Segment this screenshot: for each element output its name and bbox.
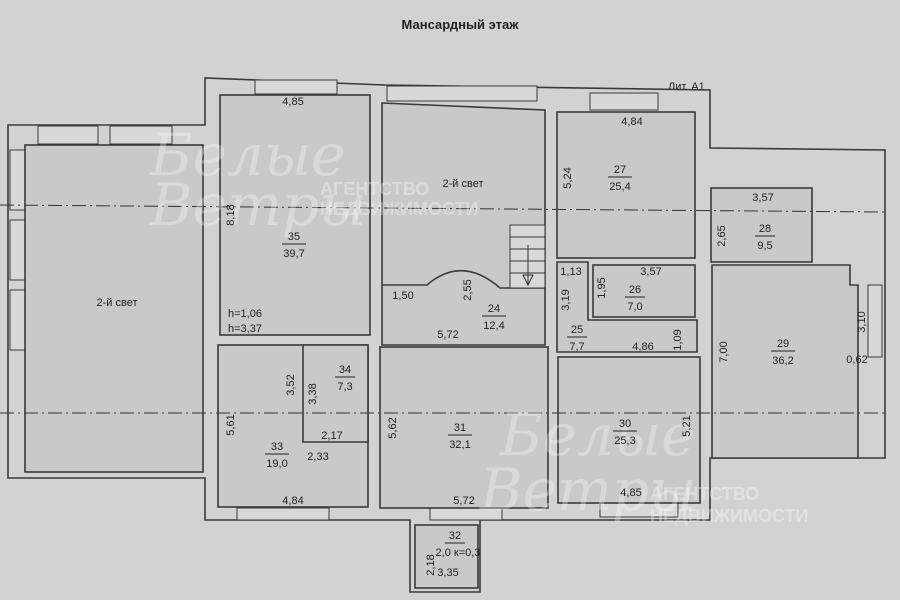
dimension: 5,72 — [437, 329, 458, 341]
second-light-label: 2-й свет — [97, 297, 138, 309]
dimension: 2,55 — [462, 279, 474, 300]
svg-text:НЕДВИЖИМОСТИ: НЕДВИЖИМОСТИ — [320, 199, 478, 219]
room-number: 29 — [777, 338, 789, 350]
room-area: 32,1 — [449, 439, 470, 451]
dimension: 5,61 — [225, 414, 237, 435]
plan-title: Мансардный этаж — [402, 17, 520, 32]
outer-wall — [7, 77, 886, 593]
room-area: 36,2 — [772, 355, 793, 367]
room-29 — [711, 264, 859, 459]
room-31 — [379, 346, 549, 509]
room-number: 27 — [614, 164, 626, 176]
dimension: 3,52 — [285, 374, 297, 395]
dimension: 3,10 — [856, 311, 868, 332]
room-number: 28 — [759, 223, 771, 235]
room-area: 25,3 — [614, 435, 635, 447]
dimension: 4,85 — [620, 487, 641, 499]
dimension: 3,57 — [640, 266, 661, 278]
room-second-light-center — [381, 102, 546, 346]
arch-opening — [382, 269, 545, 289]
room-number: 33 — [271, 441, 283, 453]
room-28 — [710, 187, 813, 263]
dimension: 5,24 — [562, 167, 574, 188]
dimension: 3,35 — [437, 567, 458, 579]
dimension: 1,95 — [596, 277, 608, 298]
room-30 — [557, 356, 701, 504]
dimension: 3,38 — [307, 383, 319, 404]
room-number: 30 — [619, 418, 631, 430]
room-area: 7,0 — [627, 301, 642, 313]
dimension: 8,18 — [225, 204, 237, 225]
room-number: 35 — [288, 231, 300, 243]
dimension: 1,50 — [392, 290, 413, 302]
room-area: 25,4 — [609, 181, 630, 193]
room-35 — [219, 94, 371, 336]
dimension-labels: 4,85 8,18 h=1,06 h=3,37 1,50 2,55 5,72 4… — [225, 96, 868, 579]
room-number: 25 — [571, 324, 583, 336]
dimension: 1,13 — [560, 266, 581, 278]
second-light-label: 2-й свет — [443, 178, 484, 190]
lit-label: Лит. А1 — [668, 81, 705, 93]
dimension: 7,00 — [718, 341, 730, 362]
svg-text:Белые: Белые — [499, 401, 695, 469]
room-area: 7,7 — [569, 341, 584, 353]
room-area: 12,4 — [483, 320, 504, 332]
windows — [9, 79, 883, 521]
staircase — [509, 224, 546, 289]
svg-text:Ветры: Ветры — [149, 171, 366, 239]
dimension: h=3,37 — [228, 323, 262, 335]
dimension: 5,21 — [681, 415, 693, 436]
room-27 — [556, 111, 696, 259]
svg-text:НЕДВИЖИМОСТИ: НЕДВИЖИМОСТИ — [650, 506, 808, 526]
room-number: 34 — [339, 364, 351, 376]
svg-text:Белые: Белые — [149, 121, 345, 189]
dimension: 0,62 — [846, 354, 867, 366]
dimension: 4,84 — [621, 116, 642, 128]
dimension: 1,09 — [672, 329, 684, 350]
room-34 — [302, 344, 369, 443]
watermark: Белые Ветры АГЕНТСТВО НЕДВИЖИМОСТИ Белые… — [149, 121, 808, 526]
room-number: 26 — [629, 284, 641, 296]
room-area: 9,5 — [757, 240, 772, 252]
svg-text:АГЕНТСТВО: АГЕНТСТВО — [320, 179, 429, 199]
dimension: 4,86 — [632, 341, 653, 353]
svg-text:АГЕНТСТВО: АГЕНТСТВО — [650, 484, 759, 504]
dimension: 4,84 — [282, 495, 303, 507]
dimension: 2,65 — [716, 225, 728, 246]
dimension: 2,18 — [425, 554, 437, 575]
room-number: 24 — [488, 303, 500, 315]
dimension: 3,57 — [752, 192, 773, 204]
dimension: 4,85 — [282, 96, 303, 108]
room-labels: 35 39,7 24 12,4 27 25,4 28 9,5 26 7,0 25 7,7 2… — [265, 164, 795, 559]
room-area: 7,3 — [337, 381, 352, 393]
dimension: 3,19 — [560, 289, 572, 310]
room-32 — [414, 524, 479, 589]
dimension: 2,33 — [307, 451, 328, 463]
dimension: 2,17 — [321, 430, 342, 442]
room-number: 32 — [449, 530, 461, 542]
dimension: 5,62 — [387, 417, 399, 438]
room-26 — [592, 264, 696, 318]
dimension: 5,72 — [453, 495, 474, 507]
room-second-light-left — [24, 144, 204, 473]
axis-line — [0, 204, 886, 213]
room-area: 19,0 — [266, 458, 287, 470]
room-number: 31 — [454, 422, 466, 434]
svg-text:Ветры: Ветры — [479, 456, 696, 524]
room-area: 2,0 к=0,3 — [436, 547, 481, 559]
room-25 — [556, 261, 698, 353]
dimension: h=1,06 — [228, 308, 262, 320]
room-area: 39,7 — [283, 248, 304, 260]
